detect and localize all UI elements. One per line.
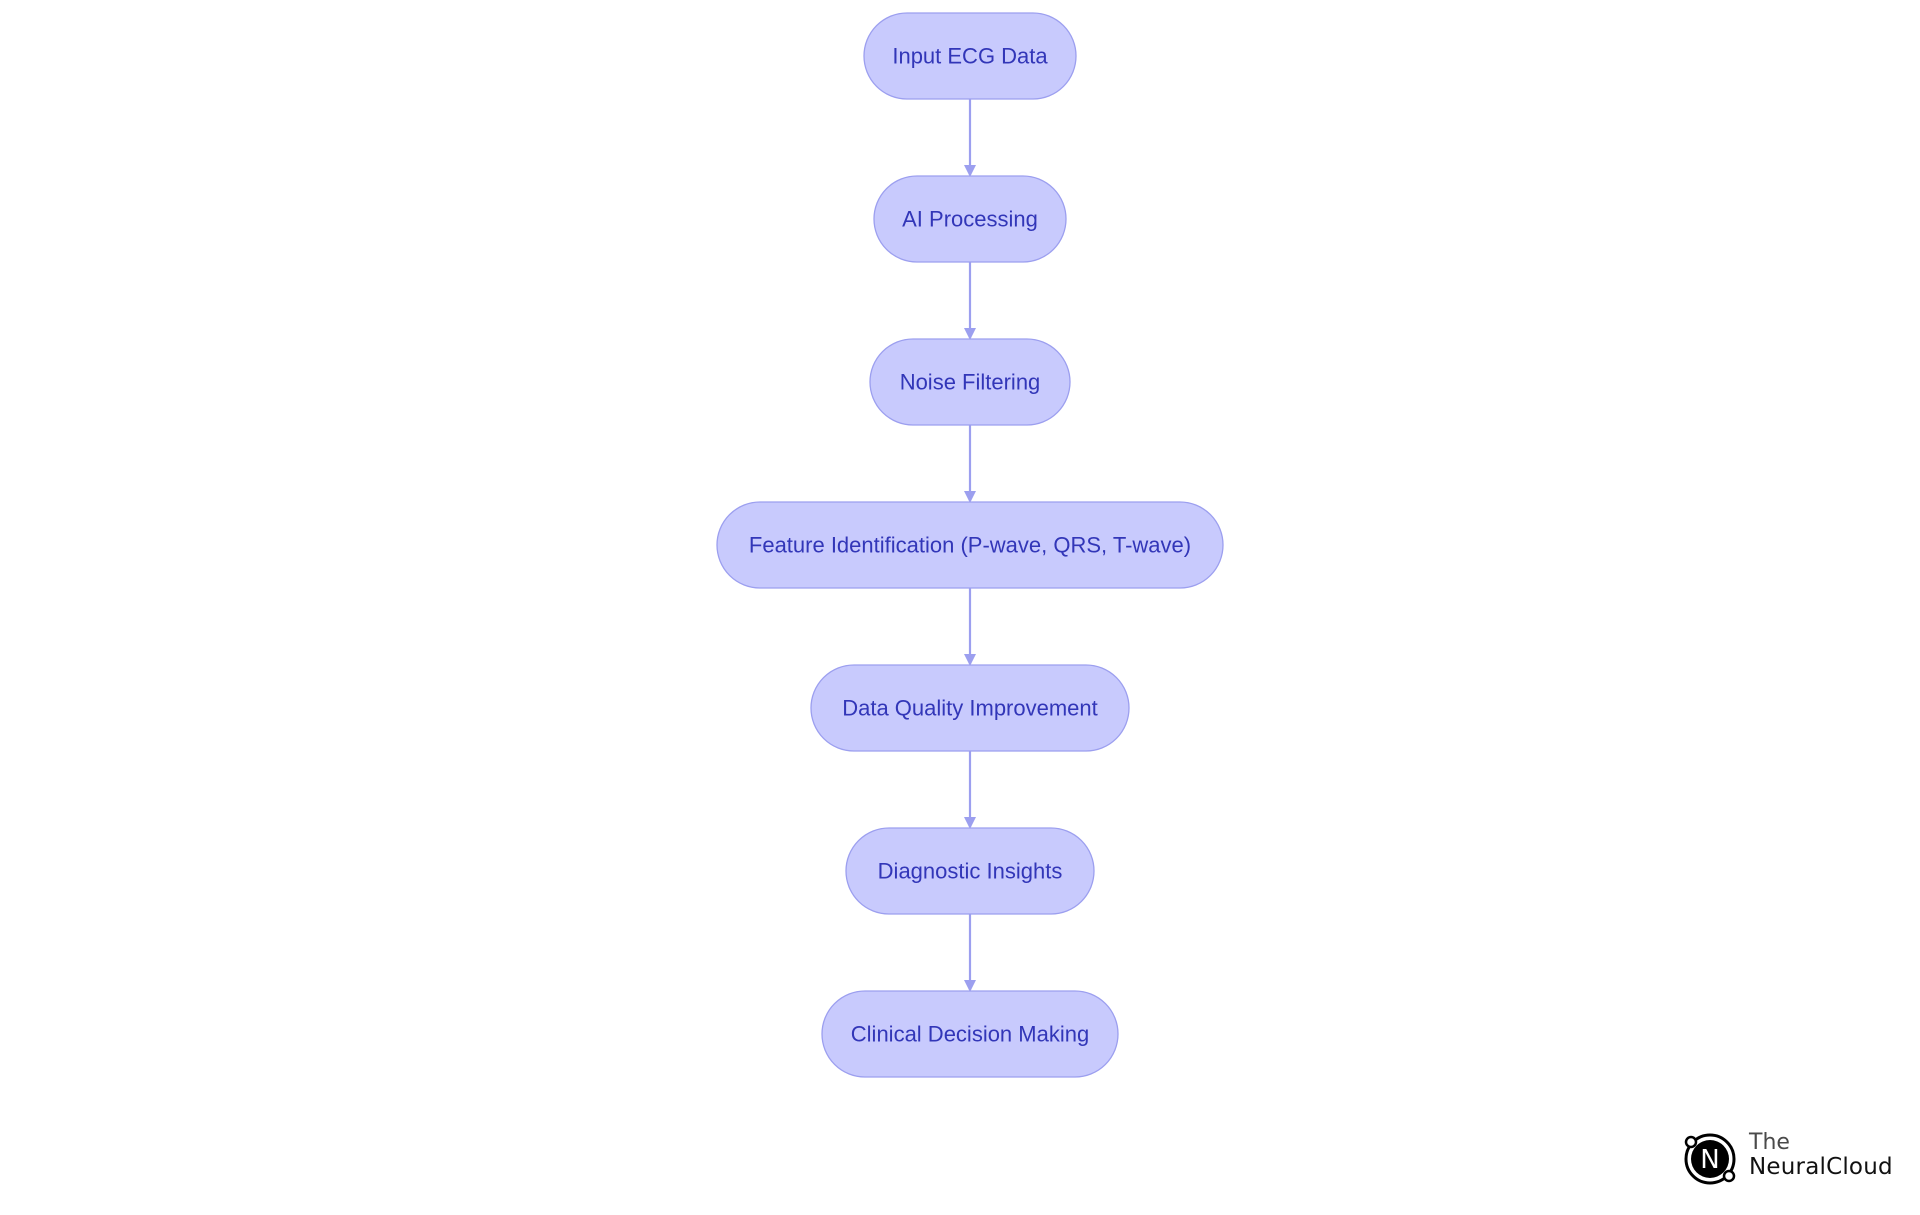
node-shape — [810, 664, 1130, 752]
node-ai-processing: AI Processing — [873, 175, 1067, 263]
node-label: Feature Identification (P-wave, QRS, T-w… — [749, 533, 1191, 558]
node-clinical-decision-making: Clinical Decision Making — [821, 990, 1119, 1078]
node-input-ecg-data: Input ECG Data — [863, 12, 1077, 100]
node-label: Clinical Decision Making — [851, 1022, 1089, 1047]
logo-letter: N — [1700, 1145, 1719, 1175]
node-label: Noise Filtering — [900, 370, 1041, 395]
neuralcloud-logo-icon: N — [1684, 1133, 1736, 1185]
node-label: Data Quality Improvement — [842, 696, 1098, 721]
node-shape — [821, 990, 1119, 1078]
brand-name-text: NeuralCloud — [1749, 1154, 1893, 1180]
node-diagnostic-insights: Diagnostic Insights — [845, 827, 1095, 915]
node-data-quality-improvement: Data Quality Improvement — [810, 664, 1130, 752]
node-noise-filtering: Noise Filtering — [869, 338, 1071, 426]
neuralcloud-brand: N The NeuralCloud — [1683, 1128, 1903, 1188]
node-shape — [869, 338, 1071, 426]
node-shape — [845, 827, 1095, 915]
node-shape — [863, 12, 1077, 100]
node-label: AI Processing — [902, 207, 1038, 232]
node-shape — [873, 175, 1067, 263]
node-feature-identification: Feature Identification (P-wave, QRS, T-w… — [716, 501, 1224, 589]
brand-the-text: The — [1749, 1130, 1790, 1155]
node-shape — [716, 501, 1224, 589]
node-label: Diagnostic Insights — [878, 859, 1063, 884]
node-label: Input ECG Data — [892, 44, 1048, 69]
